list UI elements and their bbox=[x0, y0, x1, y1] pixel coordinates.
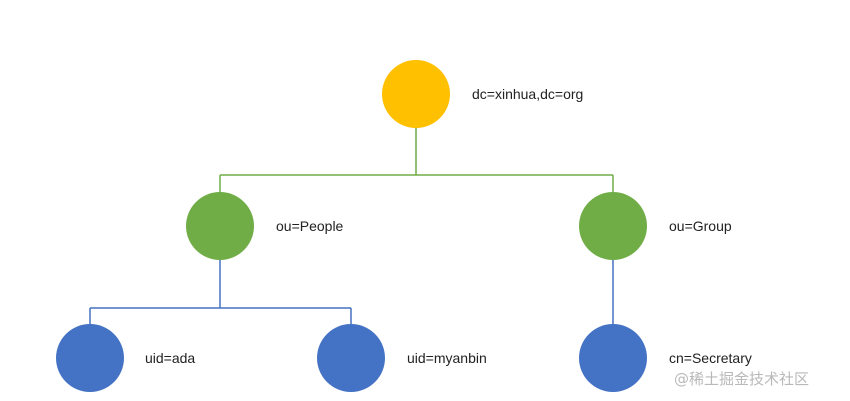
group-label: ou=Group bbox=[669, 218, 732, 234]
myanbin-node bbox=[317, 324, 385, 392]
group-node bbox=[579, 192, 647, 260]
watermark: @稀土掘金技术社区 bbox=[674, 370, 810, 388]
ada-label: uid=ada bbox=[145, 350, 196, 366]
root-node bbox=[382, 60, 450, 128]
people-node bbox=[186, 192, 254, 260]
myanbin-label: uid=myanbin bbox=[407, 350, 487, 366]
ada-node bbox=[56, 324, 124, 392]
leaf-connectors bbox=[89, 259, 614, 325]
root-label: dc=xinhua,dc=org bbox=[472, 86, 584, 102]
people-label: ou=People bbox=[276, 218, 344, 234]
secretary-label: cn=Secretary bbox=[669, 350, 752, 366]
root-connectors bbox=[219, 127, 614, 193]
secretary-node bbox=[579, 324, 647, 392]
